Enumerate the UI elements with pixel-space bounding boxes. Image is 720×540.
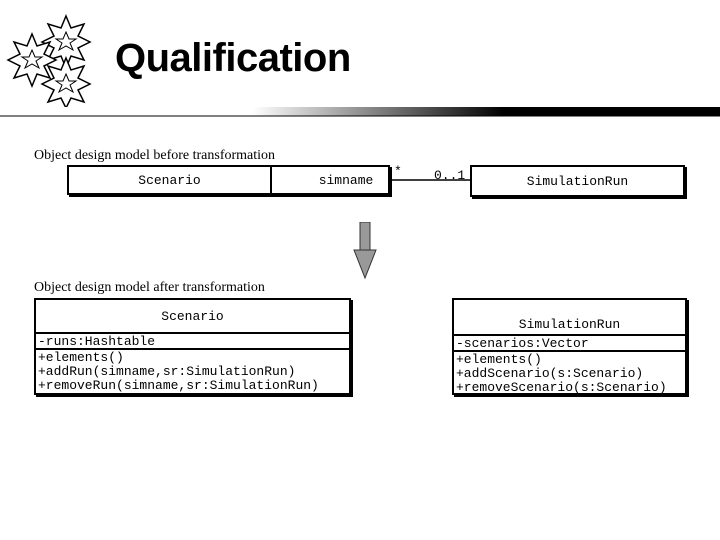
simulation-run-class-before: SimulationRun: [470, 165, 685, 197]
operation-row: +removeScenario(s:Scenario): [456, 380, 667, 395]
multiplicity-many: *: [394, 164, 402, 179]
qualifier-box: simname: [270, 165, 390, 195]
operation-row: +elements(): [456, 352, 542, 367]
stars-logo-icon: [6, 14, 92, 108]
scenario-class-before: Scenario: [67, 165, 272, 195]
operation-row: +elements(): [38, 350, 124, 365]
scenario-operations: +elements() +addRun(simname,sr:Simulatio…: [36, 348, 349, 393]
simulation-run-class-name: SimulationRun: [526, 173, 629, 189]
operation-row: +removeRun(simname,sr:SimulationRun): [38, 378, 319, 393]
scenario-class-after: Scenario -runs:Hashtable +elements() +ad…: [34, 298, 351, 395]
simulation-run-operations: +elements() +addScenario(s:Scenario) +re…: [454, 350, 685, 395]
simulation-run-class-title: SimulationRun: [518, 317, 621, 332]
title-divider: [0, 107, 720, 117]
before-caption: Object design model before transformatio…: [34, 148, 276, 163]
slide-title: Qualification: [115, 36, 351, 80]
attribute-row: -runs:Hashtable: [38, 334, 156, 349]
operation-row: +addScenario(s:Scenario): [456, 366, 644, 381]
association-line: [390, 179, 472, 181]
scenario-class-name: Scenario: [138, 172, 201, 188]
simulation-run-class-after: SimulationRun -scenarios:Vector +element…: [452, 298, 687, 395]
multiplicity-zero-one: 0..1: [434, 168, 466, 183]
after-caption: Object design model after transformation: [34, 280, 265, 295]
qualifier-label: simname: [318, 172, 374, 188]
scenario-class-title: Scenario: [161, 308, 224, 324]
transformation-arrow-icon: [353, 222, 377, 280]
scenario-attributes: -runs:Hashtable: [36, 332, 349, 349]
operation-row: +addRun(simname,sr:SimulationRun): [38, 364, 296, 379]
attribute-row: -scenarios:Vector: [456, 336, 589, 351]
simulation-run-attributes: -scenarios:Vector: [454, 334, 685, 351]
